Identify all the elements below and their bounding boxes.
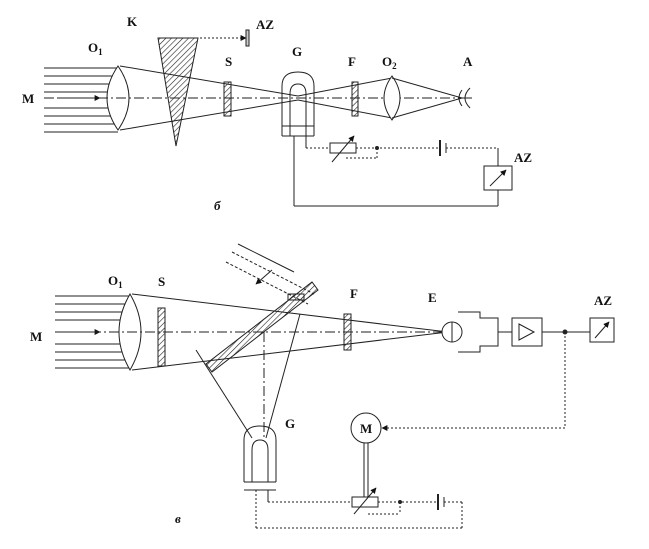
label-s-bottom: S [158, 274, 165, 289]
optical-wedge-k [157, 37, 199, 147]
label-motor-m: M [360, 421, 372, 436]
label-o1-top: O1 [88, 40, 103, 57]
diagram-b [44, 29, 513, 207]
caption-v: в [175, 511, 181, 526]
eye-a [458, 87, 472, 109]
label-f-top: F [348, 54, 356, 69]
rheostat-bottom [351, 496, 379, 508]
lens-o2-top [383, 75, 401, 121]
label-m-bottom: M [30, 329, 42, 344]
label-az-wedge: AZ [256, 17, 274, 32]
slit-s-bottom [157, 307, 166, 367]
detector-g-top [281, 71, 330, 206]
incoming-beam-bottom [55, 295, 130, 369]
filter-f-bottom [343, 313, 352, 351]
label-az-meter-top: AZ [514, 150, 532, 165]
detector-g-bottom [243, 425, 352, 528]
tilted-mirror [205, 243, 319, 373]
label-m-top: M [22, 91, 34, 106]
rheostat-top [329, 142, 357, 154]
filter-f-top [351, 81, 359, 117]
amplifier [511, 317, 543, 347]
label-o2-top: O2 [382, 54, 397, 71]
label-f-bottom: F [350, 286, 358, 301]
label-a: A [463, 54, 473, 69]
label-g-top: G [292, 44, 302, 59]
diagram-v [55, 243, 615, 529]
incoming-beam-top [44, 67, 118, 133]
receiver-e [441, 311, 512, 353]
caption-b: б [214, 198, 221, 213]
label-k: K [127, 14, 138, 29]
motor-m [350, 412, 382, 444]
slit-s-top [223, 81, 232, 117]
label-o1-bottom: O1 [108, 273, 123, 290]
label-e: E [428, 290, 437, 305]
label-s-top: S [225, 54, 232, 69]
label-g-bottom: G [285, 416, 295, 431]
label-az-bottom: AZ [594, 293, 612, 308]
